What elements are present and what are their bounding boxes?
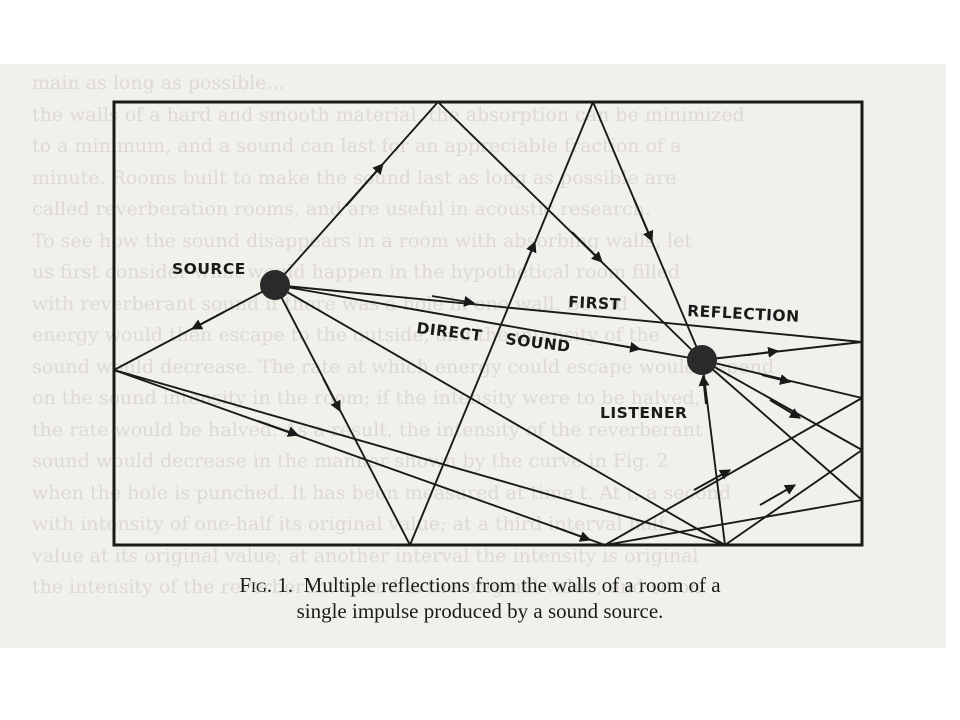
first-label: FIRST: [568, 293, 621, 314]
sound-label: SOUND: [505, 330, 572, 356]
arrow-icon: [698, 374, 710, 405]
ray-segment: [701, 341, 863, 361]
room-wall-frame: [112, 100, 864, 547]
arrow-icon: [693, 469, 731, 491]
caption-text-1: Multiple reflections from the walls of a…: [303, 573, 721, 597]
body-text-line: with intensity of one-half its original …: [32, 513, 666, 535]
body-text-line: sound would decrease. The rate at which …: [32, 355, 775, 378]
arrow-icon: [345, 163, 384, 207]
arrow-icon: [747, 346, 780, 358]
arrow-icon: [257, 420, 300, 437]
body-text-line: value at its original value; at another …: [32, 544, 699, 567]
arrow-icon: [761, 374, 792, 385]
body-text-line: the walls of a hard and smooth material,…: [32, 103, 745, 126]
listener-dot: [687, 345, 717, 375]
arrow-icon: [191, 311, 225, 330]
arrow-icon: [633, 198, 654, 243]
listener-label: LISTENER: [600, 404, 687, 422]
source-dot: [260, 270, 290, 300]
reflection-label: REFLECTION: [687, 302, 800, 326]
caption-line-1: Fig. 1. Multiple reflections from the wa…: [0, 572, 960, 598]
arrow-icon: [431, 295, 476, 307]
ray-arrows: [191, 163, 801, 542]
arrow-icon: [518, 240, 537, 282]
ray-segment: [604, 499, 863, 546]
body-text-line: main as long as possible...: [32, 72, 285, 94]
figure-number: Fig. 1.: [239, 573, 294, 597]
body-text-line: minute. Rooms built to make the sound la…: [32, 166, 677, 189]
ray-segment: [701, 359, 863, 501]
ray-lines: [113, 101, 863, 546]
ray-segment: [701, 359, 863, 451]
ray-segment: [113, 369, 726, 546]
arrow-icon: [769, 399, 801, 419]
ray-segment: [274, 284, 411, 546]
ray-segment: [724, 449, 863, 546]
arrow-icon: [554, 526, 592, 542]
ray-segment: [274, 284, 726, 546]
arrow-icon: [599, 341, 642, 353]
arrow-icon: [322, 377, 341, 412]
ray-segment: [701, 359, 726, 546]
ray-segment: [113, 369, 606, 546]
body-text-line: us first consider what would happen in t…: [32, 261, 681, 283]
body-text-line: to a minimum, and a sound can last for a…: [32, 135, 682, 157]
caption-line-2: single impulse produced by a sound sourc…: [296, 599, 664, 623]
arrow-icon: [571, 231, 603, 263]
body-text-line: sound would decrease in the manner shown…: [32, 450, 669, 472]
ray-segment: [437, 101, 703, 361]
body-text-line: on the sound intensity in the room; if t…: [32, 387, 701, 409]
ray-segment: [604, 397, 863, 546]
source-label: SOURCE: [172, 260, 246, 278]
direct-label: DIRECT: [416, 319, 484, 345]
ray-segment: [701, 359, 863, 399]
ray-segment: [409, 101, 594, 546]
body-text-line: with reverberant sound if there was a ho…: [32, 292, 628, 315]
ray-segment: [274, 284, 863, 343]
body-text-line: the intensity of the reverberant sound i…: [32, 576, 708, 598]
figure-caption: Fig. 1. Multiple reflections from the wa…: [0, 572, 960, 624]
arrow-icon: [759, 484, 796, 506]
body-text-line: when the hole is punched. It has been me…: [32, 481, 731, 504]
